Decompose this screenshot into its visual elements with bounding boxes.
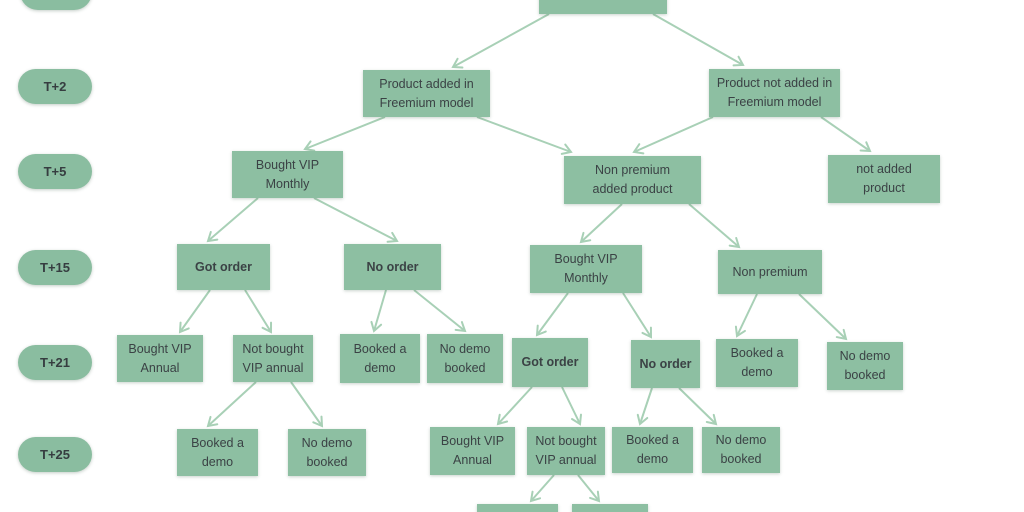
timeline-pill-t-2[interactable]: T+2	[18, 69, 92, 104]
edge-got-order-2--not-bought-vip-annual-2	[561, 386, 582, 426]
node-non-premium-added-product[interactable]: Non premium added product	[564, 156, 701, 204]
timeline-pill-t-25[interactable]: T+25	[18, 437, 92, 472]
node-bought-vip-monthly-2[interactable]: Bought VIP Monthly	[530, 245, 642, 293]
timeline-pill-label: T+15	[40, 260, 70, 275]
node-bought-vip-annual-1[interactable]: Bought VIP Annual	[117, 335, 203, 382]
node-label: No order	[639, 356, 692, 371]
node-label: No demo booked	[301, 435, 353, 469]
node-label: not added product	[856, 162, 912, 195]
node-booked-a-demo-4[interactable]: Booked a demo	[612, 427, 693, 473]
edge-bought-vip-monthly-2--got-order-2	[535, 292, 569, 337]
node-label: Booked a demo	[626, 433, 679, 466]
edge-bought-vip-monthly-1--no-order-1	[313, 197, 399, 243]
edge-got-order-1--not-bought-vip-annual-1	[244, 289, 273, 334]
timeline-pill-t-top[interactable]	[20, 0, 92, 10]
edge-product-added-freemium--non-premium-added-product	[476, 116, 573, 155]
edge-no-order-2--no-demo-booked-4	[678, 387, 718, 426]
node-label: Bought VIP Monthly	[255, 157, 320, 191]
timeline-pill-t-21[interactable]: T+21	[18, 345, 92, 380]
node-label: No demo booked	[839, 349, 891, 382]
node-no-demo-booked-2[interactable]: No demo booked	[827, 342, 903, 390]
node-product-added-freemium[interactable]: Product added in Freemium model	[363, 70, 490, 117]
node-label: Bought VIP Monthly	[554, 252, 618, 285]
edge-got-order-1--bought-vip-annual-1	[178, 289, 211, 334]
edge-no-order-2--booked-a-demo-4	[636, 387, 653, 426]
timeline-pill-label: T+5	[43, 164, 67, 179]
timeline-pill-t-15[interactable]: T+15	[18, 250, 92, 285]
node-label: Non premium added product	[592, 163, 673, 196]
node-not-bought-vip-annual-1[interactable]: Not bought VIP annual	[233, 335, 313, 382]
node-not-bought-vip-annual-2[interactable]: Not bought VIP annual	[527, 427, 605, 475]
node-label: No order	[366, 259, 419, 274]
edge-not-bought-vip-annual-1--no-demo-booked-3	[290, 381, 324, 428]
edge-non-premium-added-product--non-premium	[688, 203, 741, 249]
node-label: Product added in Freemium model	[379, 76, 474, 110]
node-not-added-product[interactable]: not added product	[828, 155, 940, 203]
edge-bought-vip-monthly-2--no-order-2	[622, 292, 653, 339]
node-label: Not bought VIP annual	[535, 434, 597, 467]
node-product-not-added-freemium[interactable]: Product not added in Freemium model	[709, 69, 840, 117]
node-label: Booked a demo	[191, 435, 244, 469]
node-label: No demo booked	[715, 433, 767, 466]
edge-not-bought-vip-annual-2--bottom-left	[529, 474, 555, 503]
node-no-demo-booked-1[interactable]: No demo booked	[427, 334, 503, 383]
node-label: Booked a demo	[353, 341, 407, 375]
edge-root--product-added-freemium	[451, 13, 550, 69]
node-booked-a-demo-1[interactable]: Booked a demo	[340, 334, 420, 383]
edge-bought-vip-monthly-1--got-order-1	[206, 197, 259, 243]
timeline-pill-label: T+25	[40, 447, 70, 462]
node-bought-vip-annual-2[interactable]: Bought VIP Annual	[430, 427, 515, 475]
edge-no-order-1--booked-a-demo-1	[370, 289, 387, 333]
node-no-demo-booked-4[interactable]: No demo booked	[702, 427, 780, 473]
node-bottom-left[interactable]	[477, 504, 558, 512]
edge-root--product-not-added-freemium	[652, 13, 745, 67]
node-no-order-2[interactable]: No order	[631, 340, 700, 388]
node-got-order-1[interactable]: Got order	[177, 244, 270, 290]
node-no-order-1[interactable]: No order	[344, 244, 441, 290]
timeline-pill-label: T+21	[40, 355, 70, 370]
node-bought-vip-monthly-1[interactable]: Bought VIP Monthly	[232, 151, 343, 198]
edge-non-premium--booked-a-demo-2	[734, 293, 758, 338]
edge-product-added-freemium--bought-vip-monthly-1	[303, 116, 386, 152]
node-label: Product not added in Freemium model	[716, 76, 833, 109]
timeline-pill-label: T+2	[43, 79, 67, 94]
node-booked-a-demo-2[interactable]: Booked a demo	[716, 339, 798, 387]
node-got-order-2[interactable]: Got order	[512, 338, 588, 387]
edge-not-bought-vip-annual-1--booked-a-demo-3	[206, 381, 257, 428]
node-non-premium[interactable]: Non premium	[718, 250, 822, 294]
node-bottom-right[interactable]	[572, 504, 648, 512]
node-no-demo-booked-3[interactable]: No demo booked	[288, 429, 366, 476]
edge-no-order-1--no-demo-booked-1	[413, 289, 467, 333]
node-label: Got order	[521, 355, 579, 369]
edge-non-premium-added-product--bought-vip-monthly-2	[579, 203, 623, 244]
edge-product-not-added-freemium--not-added-product	[820, 116, 872, 153]
node-label: Bought VIP Annual	[128, 341, 192, 375]
node-booked-a-demo-3[interactable]: Booked a demo	[177, 429, 258, 476]
edge-non-premium--no-demo-booked-2	[798, 293, 848, 341]
timeline-pill-t-5[interactable]: T+5	[18, 154, 92, 189]
edge-not-bought-vip-annual-2--bottom-right	[577, 474, 601, 503]
edge-got-order-2--bought-vip-annual-2	[496, 386, 533, 426]
node-root[interactable]	[539, 0, 667, 14]
edge-product-not-added-freemium--non-premium-added-product	[632, 116, 714, 155]
node-label: Bought VIP Annual	[440, 434, 505, 467]
node-label: Not bought VIP annual	[242, 341, 304, 375]
node-label: Booked a demo	[730, 346, 784, 379]
node-label: Non premium	[732, 264, 808, 279]
node-label: Got order	[195, 259, 252, 274]
node-label: No demo booked	[439, 341, 491, 375]
